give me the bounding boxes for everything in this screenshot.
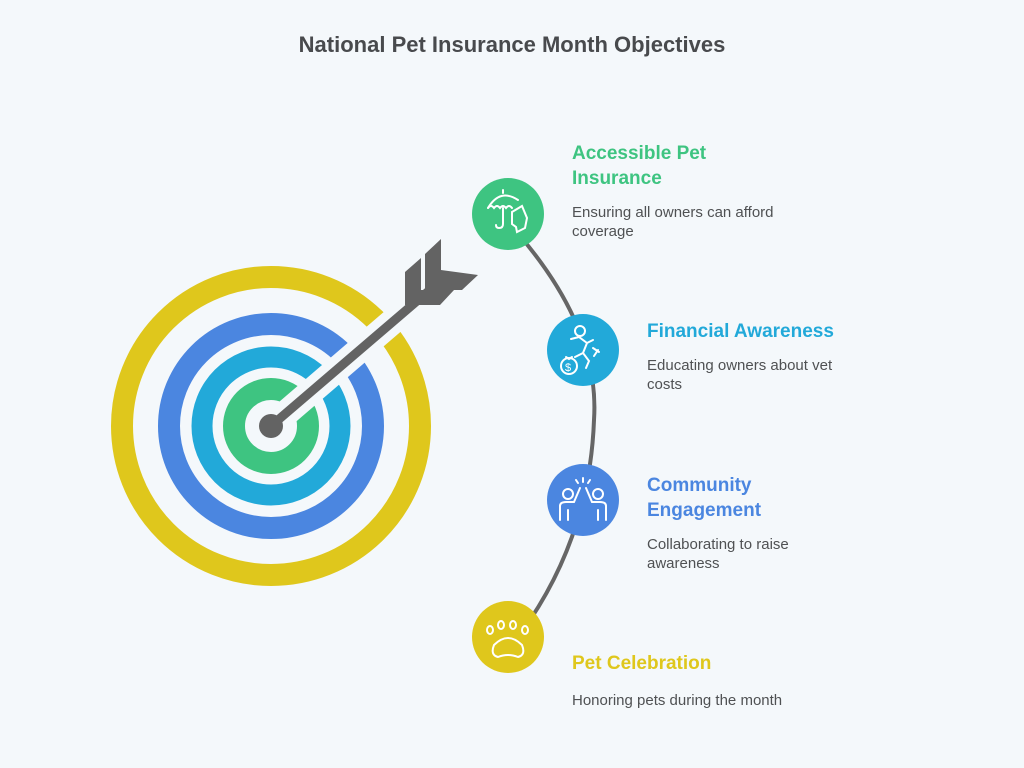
svg-text:$: $ xyxy=(565,362,571,374)
objective-desc-pet-celebration: Honoring pets during the month xyxy=(572,691,782,710)
arrow-icon xyxy=(259,239,478,438)
umbrella-pet-icon xyxy=(487,189,529,234)
objective-title-financial-awareness: Financial Awareness xyxy=(647,319,834,344)
objective-title-line: Insurance xyxy=(572,168,662,189)
objective-circle-1 xyxy=(472,178,544,250)
objective-circle-3 xyxy=(547,464,619,536)
money-bag-runner-icon: $ xyxy=(560,325,600,375)
page-title: National Pet Insurance Month Objectives xyxy=(298,32,726,57)
objective-desc-line: Educating owners about vet xyxy=(647,357,833,374)
objective-title-accessible-pet-insurance: Accessible Pet Insurance xyxy=(572,141,706,191)
objective-desc-accessible-pet-insurance: Ensuring all owners can afford coverage xyxy=(572,203,774,241)
connector-arc xyxy=(518,234,597,622)
high-five-icon xyxy=(559,477,607,521)
objective-title-line: Engagement xyxy=(647,500,762,521)
objective-title-community-engagement: Community Engagement xyxy=(647,473,761,523)
objective-title-line: Accessible Pet xyxy=(572,143,707,164)
objective-title-line: Pet Celebration xyxy=(572,653,712,674)
objective-circle-2: $ xyxy=(547,314,619,386)
paw-icon xyxy=(486,620,529,659)
objective-desc-community-engagement: Collaborating to raise awareness xyxy=(647,535,789,573)
objective-desc-line: Ensuring all owners can afford xyxy=(572,204,774,221)
objective-desc-line: Honoring pets during the month xyxy=(572,692,783,709)
objective-desc-line: awareness xyxy=(647,555,720,572)
objective-title-pet-celebration: Pet Celebration xyxy=(572,651,711,676)
objective-desc-line: costs xyxy=(647,376,683,393)
objective-desc-financial-awareness: Educating owners about vet costs xyxy=(647,356,832,394)
objective-title-line: Financial Awareness xyxy=(647,321,834,342)
objective-circle-4 xyxy=(472,601,544,673)
objective-desc-line: coverage xyxy=(572,223,634,240)
objective-desc-line: Collaborating to raise xyxy=(647,536,789,553)
objective-title-line: Community xyxy=(647,475,752,496)
